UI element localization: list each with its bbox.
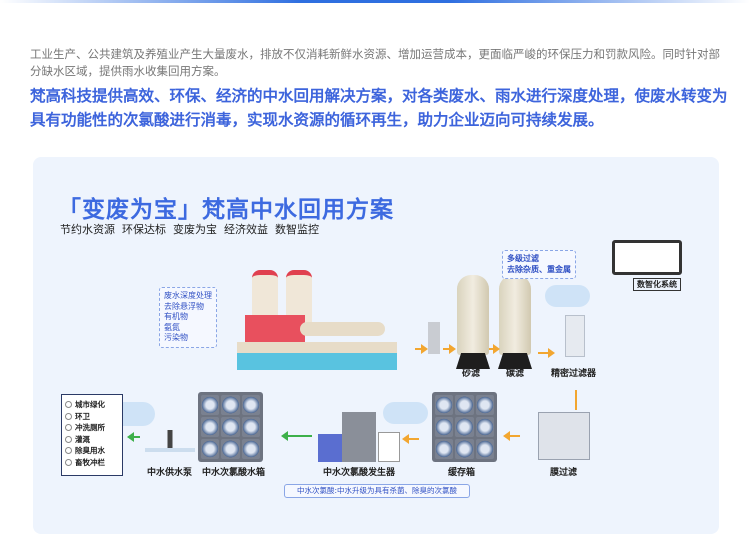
carbon-filter-tank: [499, 275, 531, 355]
flow-arrow: [415, 344, 428, 354]
cloud-icon: [545, 285, 590, 307]
factory-note: 废水深度处理去除悬浮物有机物氨氮污染物: [159, 287, 217, 348]
precision-filter-icon: [565, 315, 585, 357]
label-membrane-filter: 膜过滤: [550, 468, 578, 478]
label-hypochlorous-tank: 中水次氯酸水箱: [202, 468, 266, 478]
use-item: 环卫: [65, 411, 119, 423]
use-item: 城市绿化: [65, 399, 119, 411]
use-item: 除臭用水: [65, 445, 119, 457]
tag: 节约水资源: [60, 223, 115, 236]
sand-filter-tank: [457, 275, 489, 355]
label-generator: 中水次氯酸发生器: [323, 468, 396, 478]
hypochlorous-note: 中水次氯酸:中水升级为具有杀菌、除臭的次氯酸: [284, 484, 470, 498]
flow-arrow: [402, 434, 419, 444]
flow-arrow: [281, 431, 312, 441]
label-precision-filter: 精密过滤器: [551, 369, 597, 379]
use-case-list: 城市绿化 环卫 冲洗厕所 灌溉 除臭用水 畜牧冲栏: [61, 394, 123, 476]
generator-icon: [318, 412, 400, 462]
tag: 环保达标: [122, 223, 166, 236]
label-carbon-filter: 碳滤: [506, 369, 525, 379]
membrane-filter-icon: [538, 412, 590, 460]
label-supply-pump: 中水供水泵: [147, 468, 193, 478]
flow-arrow: [443, 344, 456, 354]
inlet-pump-icon: [428, 322, 440, 354]
filter-note: 多级过滤去除杂质、重金属: [502, 250, 576, 279]
use-item: 冲洗厕所: [65, 422, 119, 434]
tag: 变废为宝: [173, 223, 217, 236]
use-item: 灌溉: [65, 434, 119, 446]
supply-pump-icon: [145, 430, 195, 452]
panel-title: 「变废为宝」梵高中水回用方案: [58, 197, 394, 223]
buffer-tank: [432, 392, 497, 462]
tag: 数智监控: [275, 223, 319, 236]
flow-arrow-down: [575, 390, 577, 410]
flow-arrow: [489, 344, 500, 354]
monitor-icon: [612, 240, 682, 275]
flow-arrow: [538, 348, 555, 358]
intro-text: 工业生产、公共建筑及养殖业产生大量废水，排放不仅消耗新鲜水资源、增加运营成本，更…: [30, 47, 720, 78]
flow-arrow: [127, 432, 140, 442]
label-buffer-tank: 缓存箱: [448, 468, 476, 478]
tag: 经济效益: [224, 223, 268, 236]
use-item: 畜牧冲栏: [65, 457, 119, 469]
digital-system-label: 数智化系统: [633, 278, 681, 291]
lead-text: 梵高科技提供高效、环保、经济的中水回用解决方案，对各类废水、雨水进行深度处理，使…: [30, 87, 728, 129]
cloud-icon: [383, 402, 428, 424]
hypochlorous-tank: [198, 392, 263, 462]
flow-arrow: [503, 431, 520, 441]
top-accent-bar: [0, 0, 750, 3]
tag-list: 节约水资源环保达标变废为宝经济效益数智监控: [60, 221, 326, 237]
label-sand-filter: 砂滤: [462, 369, 481, 379]
